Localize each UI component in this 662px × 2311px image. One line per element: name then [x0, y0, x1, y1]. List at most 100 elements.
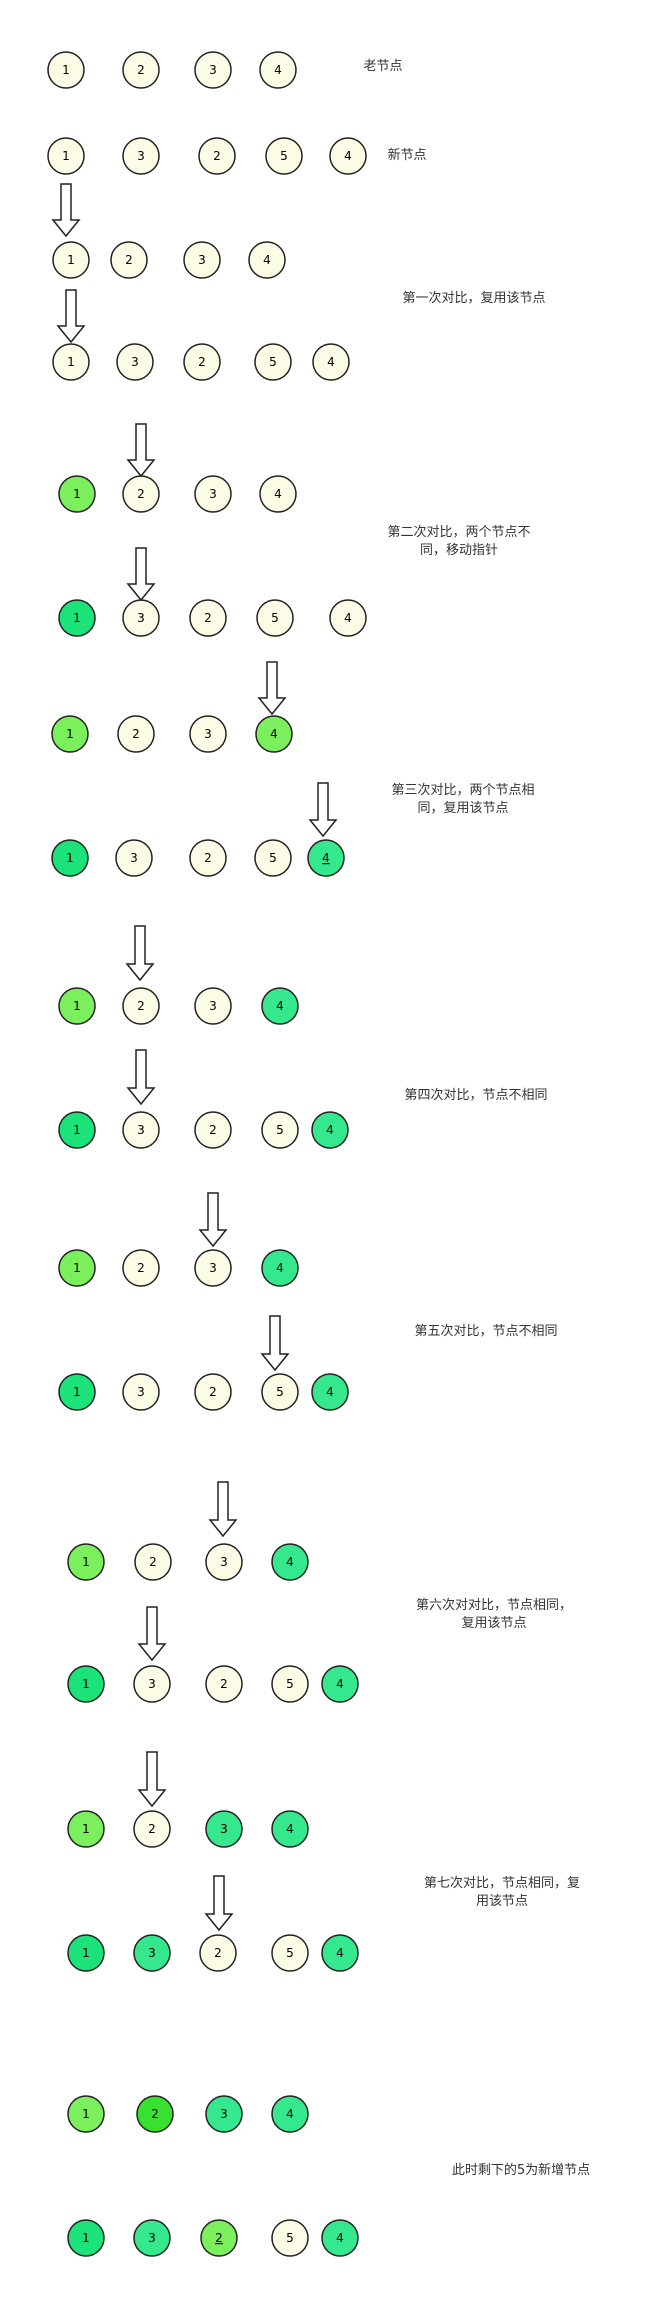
- node-circle: [189, 715, 227, 753]
- annotation-line: 新节点: [387, 147, 426, 163]
- pointer-arrow-icon: [125, 925, 155, 982]
- node-circle: [311, 1111, 349, 1149]
- list-node: 5: [256, 599, 294, 637]
- node-circle: [67, 2219, 105, 2257]
- node-label: 4: [336, 2231, 344, 2245]
- pointer-arrow-icon: [126, 423, 156, 478]
- node-circle: [67, 1665, 105, 1703]
- node-label: 2: [209, 1385, 217, 1399]
- node-label: 4: [286, 1555, 294, 1569]
- node-circle: [110, 241, 148, 279]
- node-circle: [67, 1543, 105, 1581]
- annotation-line: 同，移动指针: [420, 543, 498, 558]
- node-label: 1: [73, 487, 81, 501]
- node-label: 4: [270, 727, 278, 741]
- list-node: 4: [271, 1810, 309, 1848]
- node-label: 3: [209, 999, 217, 1013]
- node-label: 3: [198, 253, 206, 267]
- list-node: 3: [205, 1810, 243, 1848]
- pointer-arrow-icon: [51, 183, 81, 238]
- list-node: 3: [122, 137, 160, 175]
- node-circle: [311, 1373, 349, 1411]
- annotation-line: 第七次对比，节点相同，复: [424, 1875, 580, 1891]
- list-node: 2: [133, 1810, 171, 1848]
- node-circle: [205, 1543, 243, 1581]
- node-label: 4: [336, 1946, 344, 1960]
- node-label: 3: [220, 2107, 228, 2121]
- node-label: 2: [220, 1677, 228, 1691]
- list-node: 5: [271, 1934, 309, 1972]
- list-node: 2: [117, 715, 155, 753]
- node-circle: [321, 1665, 359, 1703]
- list-node: 2: [189, 599, 227, 637]
- annotation-line: 老节点: [363, 59, 402, 74]
- pointer-arrow-icon: [204, 1875, 234, 1932]
- node-label: 4: [344, 149, 352, 163]
- list-node: 3: [122, 599, 160, 637]
- node-circle: [312, 343, 350, 381]
- node-label: 4: [344, 611, 352, 625]
- node-circle: [205, 1810, 243, 1848]
- node-label: 5: [269, 851, 277, 865]
- list-node: 2: [122, 987, 160, 1025]
- annotation-line: 第一次对比，复用该节点: [402, 290, 545, 306]
- list-node: 5: [271, 2219, 309, 2257]
- node-circle: [261, 1111, 299, 1149]
- node-label: 3: [131, 355, 139, 369]
- list-node: 3: [205, 1543, 243, 1581]
- node-circle: [271, 1543, 309, 1581]
- node-circle: [134, 1543, 172, 1581]
- list-node: 3: [115, 839, 153, 877]
- annotation-line: 用该节点: [476, 1894, 528, 1909]
- node-label: 3: [148, 2231, 156, 2245]
- pointer-arrow-icon: [126, 1049, 156, 1106]
- node-circle: [116, 343, 154, 381]
- node-circle: [248, 241, 286, 279]
- pointer-arrow-icon: [198, 1192, 228, 1248]
- node-label: 2: [204, 611, 212, 625]
- node-circle: [133, 1810, 171, 1848]
- node-label: 4: [274, 487, 282, 501]
- list-node: 4: [261, 1249, 299, 1287]
- node-label: 1: [82, 1677, 90, 1691]
- node-circle: [200, 2219, 238, 2257]
- list-node: 1: [67, 2219, 105, 2257]
- node-label: 5: [286, 1946, 294, 1960]
- list-node: 2: [110, 241, 148, 279]
- node-circle: [261, 1373, 299, 1411]
- list-node: 3: [133, 1665, 171, 1703]
- list-node: 2: [122, 1249, 160, 1287]
- node-label: 2: [215, 2231, 223, 2245]
- annotation-line: 同，复用该节点: [417, 801, 508, 816]
- list-node: 5: [254, 343, 292, 381]
- list-node: 1: [58, 987, 96, 1025]
- list-node: 4: [271, 1543, 309, 1581]
- node-label: 4: [326, 1385, 334, 1399]
- node-label: 4: [263, 253, 271, 267]
- node-circle: [47, 137, 85, 175]
- node-label: 3: [137, 1123, 145, 1137]
- node-circle: [67, 2095, 105, 2133]
- node-label: 4: [276, 999, 284, 1013]
- list-node: 2: [198, 137, 236, 175]
- step-annotation: 第四次对比，节点不相同: [404, 1087, 547, 1103]
- node-circle: [261, 1249, 299, 1287]
- list-node: 2: [205, 1665, 243, 1703]
- node-row: 1 3 2 5 4: [67, 2219, 359, 2257]
- list-node: 5: [265, 137, 303, 175]
- step-annotation: 新节点: [387, 147, 426, 163]
- node-circle: [205, 2095, 243, 2133]
- node-circle: [205, 1665, 243, 1703]
- node-circle: [122, 51, 160, 89]
- node-circle: [67, 1934, 105, 1972]
- node-circle: [52, 343, 90, 381]
- step-annotation: 第七次对比，节点相同，复用该节点: [424, 1875, 580, 1909]
- node-label: 1: [82, 2107, 90, 2121]
